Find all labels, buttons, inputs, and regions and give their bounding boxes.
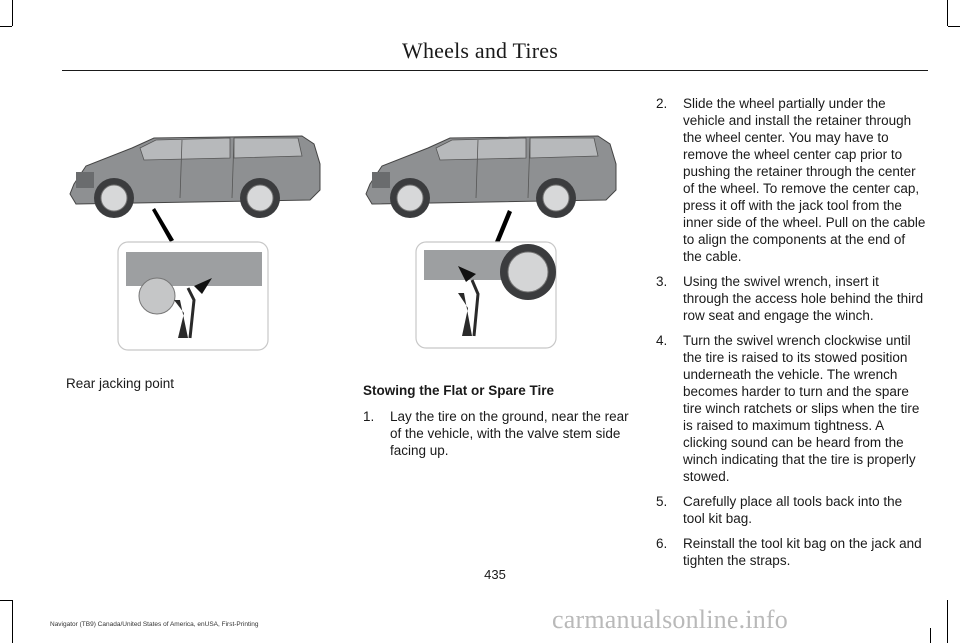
crop-mark xyxy=(0,600,12,601)
step-text: Slide the wheel partially under the vehi… xyxy=(683,96,926,264)
callout-pointer xyxy=(494,210,512,246)
step-text: Turn the swivel wrench clockwise until t… xyxy=(683,333,920,484)
suv-illustration xyxy=(365,135,617,218)
step-number: 4. xyxy=(656,333,668,348)
callout-pointer xyxy=(152,208,174,242)
list-item: 1. Lay the tire on the ground, near the … xyxy=(363,408,633,459)
steps-list-column-1: 1. Lay the tire on the ground, near the … xyxy=(363,408,633,467)
suv-illustration xyxy=(69,135,321,218)
step-text: Lay the tire on the ground, near the rea… xyxy=(390,409,629,458)
figure-caption: Rear jacking point xyxy=(66,376,175,391)
step-number: 5. xyxy=(656,494,668,509)
inset-jack-detail xyxy=(126,252,262,339)
step-text: Carefully place all tools back into the … xyxy=(683,494,903,526)
watermark: carmanualsonline.info xyxy=(552,605,788,634)
edition-footer: Navigator (TB9) Canada/United States of … xyxy=(50,621,259,628)
crop-mark xyxy=(12,0,13,26)
spare-tire-stowing-illustration xyxy=(365,135,617,349)
inset-spare-tire-detail xyxy=(424,244,556,337)
list-item: 4. Turn the swivel wrench clockwise unti… xyxy=(656,332,926,485)
section-heading: Stowing the Flat or Spare Tire xyxy=(363,383,555,398)
step-number: 2. xyxy=(656,96,668,111)
crop-mark xyxy=(947,600,948,643)
rear-jacking-point-illustration xyxy=(69,135,321,351)
steps-list-column-2: 2. Slide the wheel partially under the v… xyxy=(656,95,926,577)
list-item: 2. Slide the wheel partially under the v… xyxy=(656,95,926,265)
page-title: Wheels and Tires xyxy=(402,38,558,63)
step-text: Using the swivel wrench, insert it throu… xyxy=(683,274,924,323)
step-number: 6. xyxy=(656,536,668,551)
arrow-icon xyxy=(458,266,476,282)
list-item: 6. Reinstall the tool kit bag on the jac… xyxy=(656,535,926,569)
crop-mark xyxy=(0,26,12,27)
crop-mark xyxy=(930,628,931,643)
crop-mark xyxy=(948,26,960,27)
arrow-icon xyxy=(194,278,212,294)
page-number: 435 xyxy=(484,567,506,582)
step-number: 3. xyxy=(656,274,668,289)
crop-mark xyxy=(947,0,948,26)
list-item: 5. Carefully place all tools back into t… xyxy=(656,493,926,527)
crop-mark xyxy=(12,600,13,643)
header-divider xyxy=(62,70,928,71)
step-number: 1. xyxy=(363,409,375,424)
step-text: Reinstall the tool kit bag on the jack a… xyxy=(683,536,922,568)
list-item: 3. Using the swivel wrench, insert it th… xyxy=(656,273,926,324)
